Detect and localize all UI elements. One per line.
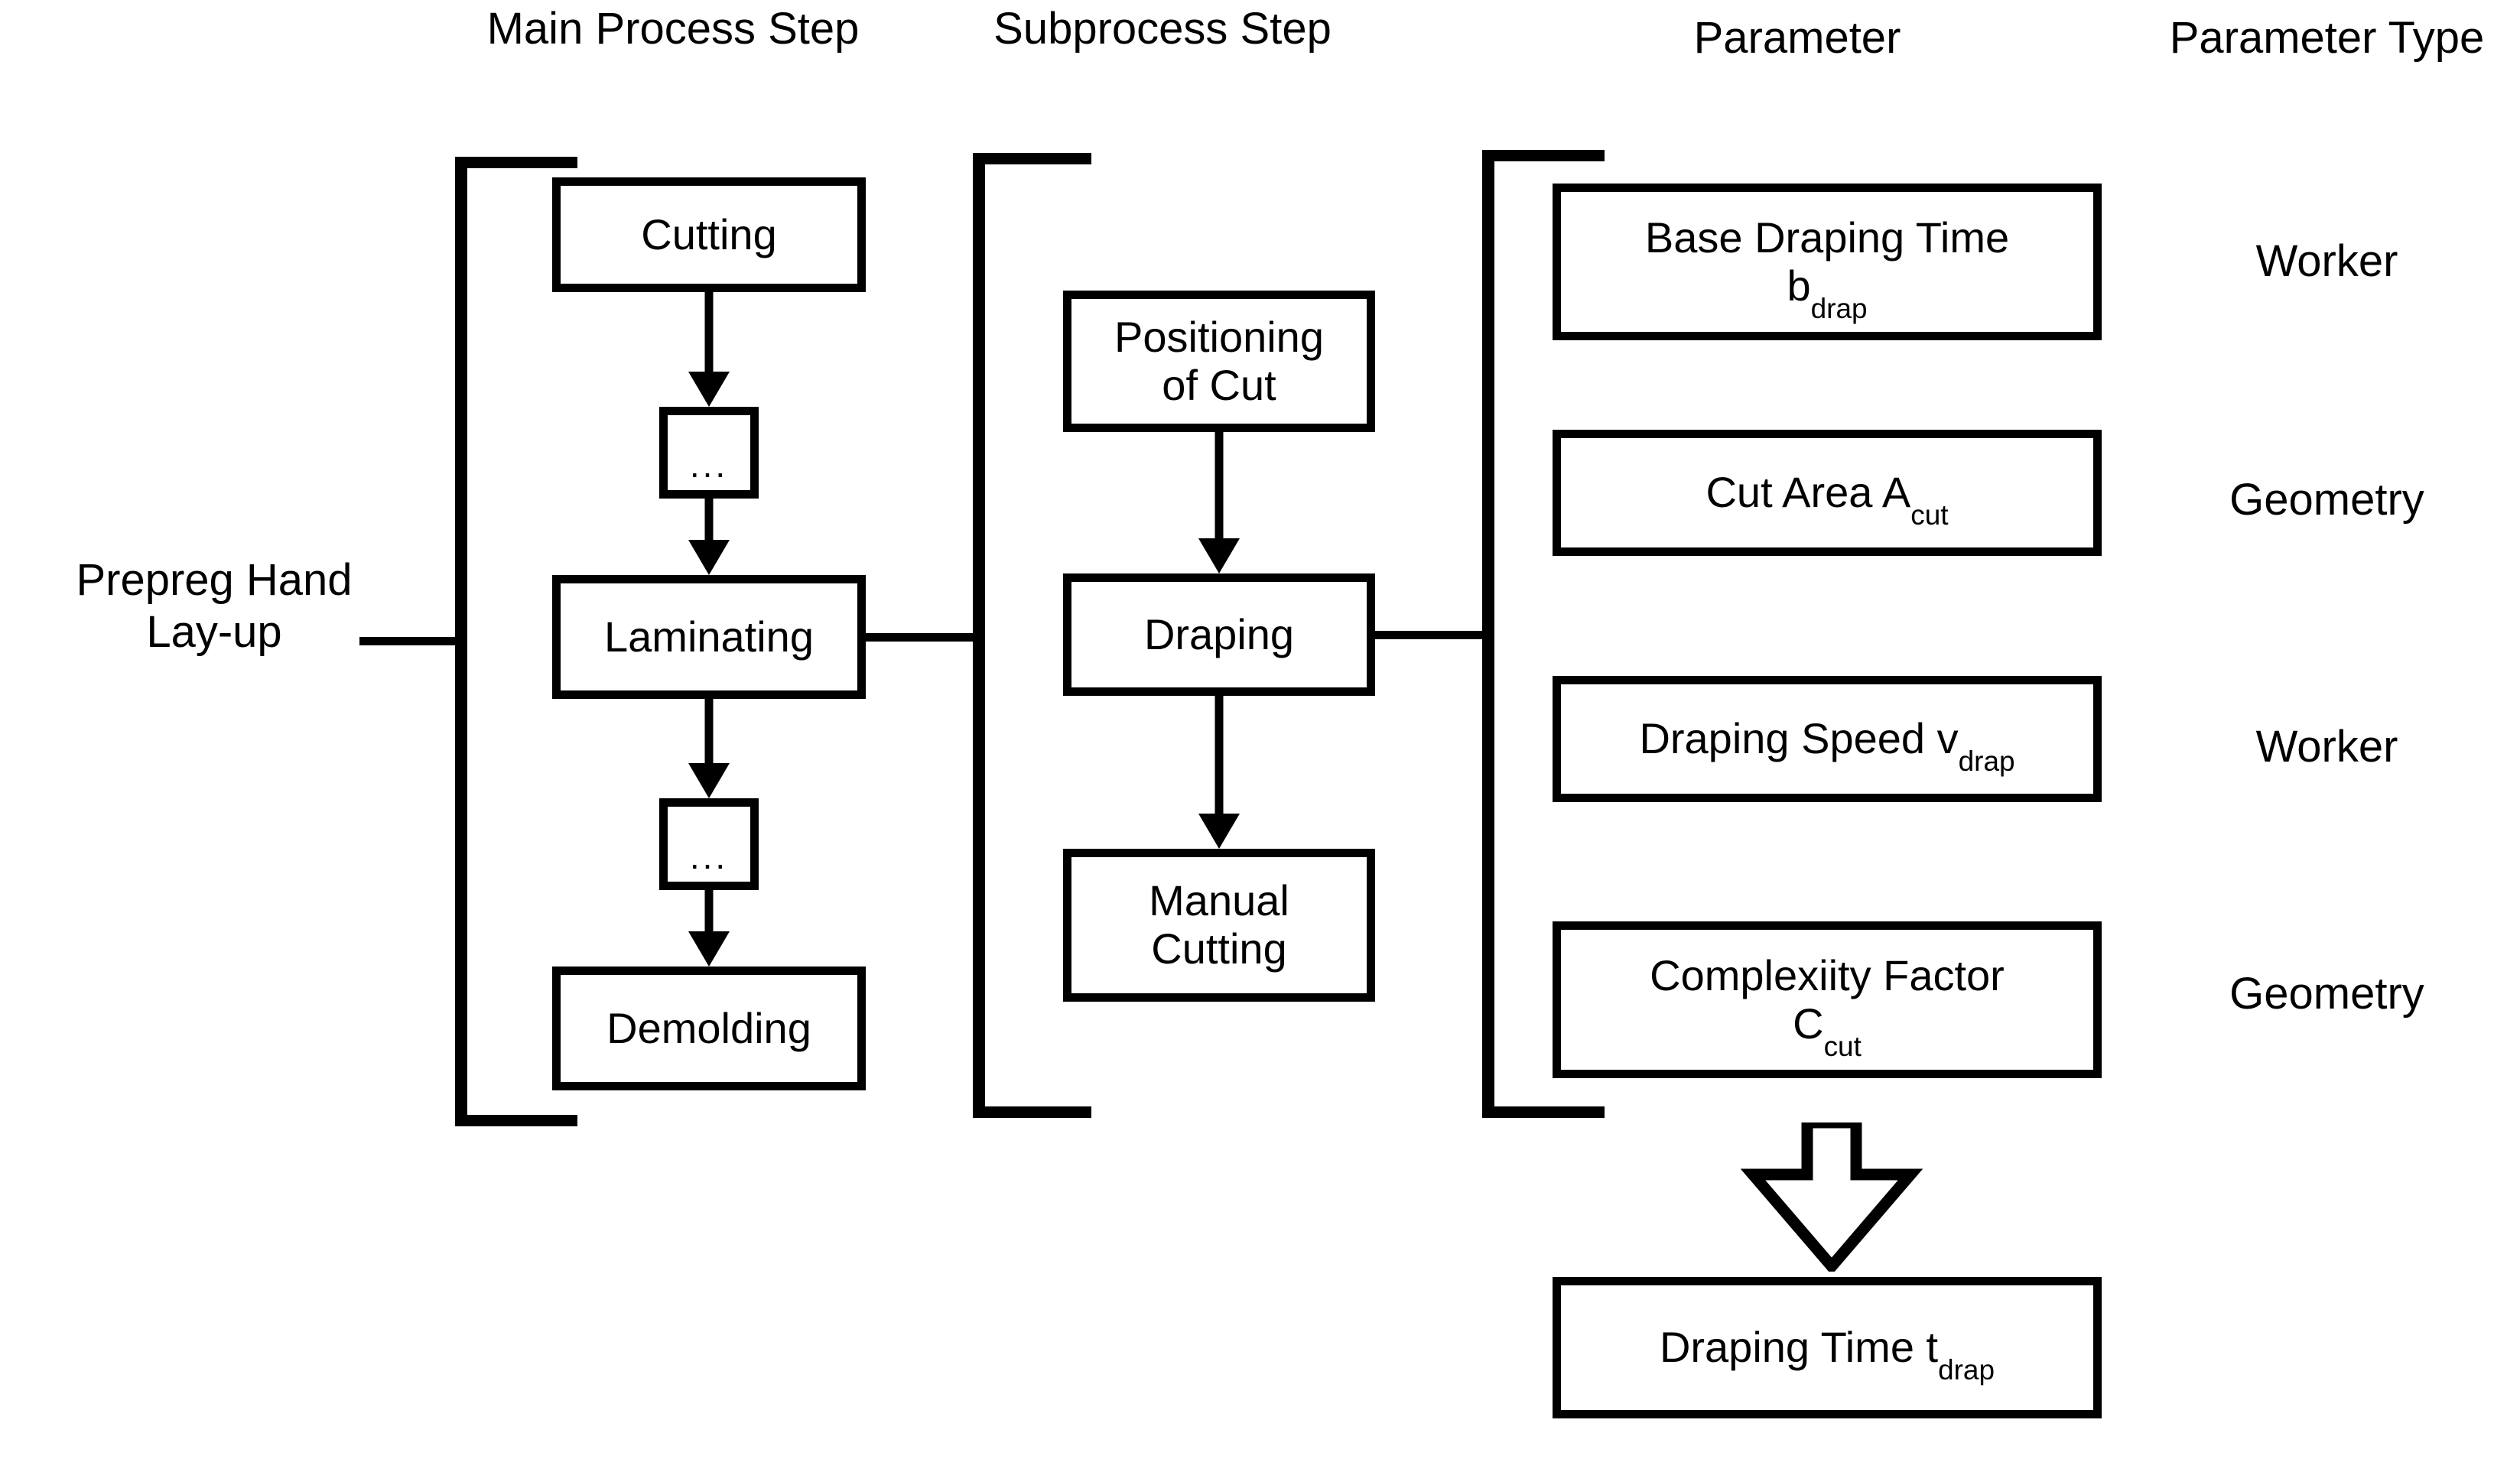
parameter-box-complexity-factor-symbol: Ccut — [1793, 999, 1862, 1062]
main-process-bracket — [455, 157, 585, 1126]
column-header-parameter-type-label: Parameter Type — [2169, 13, 2485, 63]
parameter-box-cut-area-text: Cut Area Acut — [1705, 468, 1949, 531]
arrow-positioning-to-draping — [1169, 432, 1269, 573]
connector-label-to-main-bracket — [359, 637, 463, 645]
parameter-box-complexity-factor-line1: Complexiity Factor — [1650, 950, 2005, 999]
subprocess-bracket-arm-bottom — [973, 1106, 1091, 1118]
parameter-type-worker-1-label: Worker — [2255, 236, 2398, 286]
parameter-box-base-draping-time-symbol: bdrap — [1787, 261, 1868, 324]
parameter-bracket — [1482, 150, 1612, 1118]
process-label-line2: Lay-up — [146, 607, 282, 658]
process-box-demolding[interactable]: Demolding — [552, 967, 866, 1090]
subprocess-box-manual-cutting-line2: Cutting — [1151, 924, 1287, 973]
column-header-subprocess-label: Subprocess Step — [993, 4, 1332, 54]
subprocess-bracket-spine — [973, 153, 985, 1118]
main-process-bracket-arm-bottom — [455, 1115, 577, 1126]
main-process-bracket-spine — [455, 157, 467, 1126]
process-box-laminating-label: Laminating — [604, 612, 814, 661]
subprocess-box-draping-label: Draping — [1143, 609, 1295, 658]
process-box-ellipsis-upper: ... — [659, 407, 759, 499]
process-label-line1: Prepreg Hand — [76, 555, 353, 605]
parameter-type-geometry-2-label: Geometry — [2229, 969, 2424, 1019]
process-box-ellipsis-lower-label: ... — [689, 837, 729, 877]
process-box-ellipsis-upper-label: ... — [689, 445, 729, 486]
parameter-bracket-spine — [1482, 150, 1494, 1118]
parameter-type-geometry-1-label: Geometry — [2229, 475, 2424, 525]
column-header-main-process-label: Main Process Step — [486, 4, 860, 54]
arrow-cutting-to-ellipsis — [659, 292, 759, 407]
subprocess-bracket — [973, 153, 1103, 1118]
subprocess-box-positioning-line2: of Cut — [1162, 360, 1276, 409]
parameter-type-worker-2: Worker — [2134, 723, 2520, 772]
arrow-laminating-to-ellipsis — [659, 699, 759, 798]
connector-draping-to-parameter-bracket — [1375, 631, 1490, 639]
process-box-cutting[interactable]: Cutting — [552, 177, 866, 292]
parameter-bracket-arm-top — [1482, 150, 1605, 161]
subprocess-box-manual-cutting-line1: Manual — [1149, 876, 1289, 925]
result-box-draping-time-text: Draping Time tdrap — [1659, 1323, 1995, 1386]
block-arrow-svg — [1740, 1122, 1923, 1272]
column-header-parameter-type: Parameter Type — [2134, 15, 2520, 62]
process-box-cutting-label: Cutting — [641, 210, 777, 258]
connector-laminating-to-subprocess-bracket — [866, 633, 980, 642]
subprocess-box-manual-cutting[interactable]: Manual Cutting — [1063, 849, 1375, 1002]
process-box-ellipsis-lower: ... — [659, 798, 759, 890]
column-header-parameter-label: Parameter — [1693, 13, 1901, 63]
arrow-ellipsis-to-laminating — [659, 499, 759, 575]
result-box-draping-time[interactable]: Draping Time tdrap — [1553, 1277, 2102, 1418]
parameter-type-worker-1: Worker — [2134, 237, 2520, 286]
subprocess-box-draping[interactable]: Draping — [1063, 573, 1375, 696]
result-block-arrow-icon — [1736, 1122, 1927, 1272]
parameter-box-draping-speed-text: Draping Speed vdrap — [1639, 714, 2015, 778]
parameter-type-geometry-2: Geometry — [2134, 970, 2520, 1019]
parameter-type-geometry-1: Geometry — [2134, 476, 2520, 525]
arrow-ellipsis-to-demolding — [659, 890, 759, 967]
process-box-laminating[interactable]: Laminating — [552, 575, 866, 699]
column-header-subprocess: Subprocess Step — [948, 4, 1377, 54]
parameter-box-draping-speed[interactable]: Draping Speed vdrap — [1553, 676, 2102, 802]
column-header-main-process: Main Process Step — [459, 4, 887, 54]
process-box-demolding-label: Demolding — [606, 1003, 811, 1052]
column-header-parameter: Parameter — [1530, 15, 2065, 62]
subprocess-box-positioning-line1: Positioning — [1114, 312, 1324, 361]
arrow-draping-to-manual-cutting — [1169, 696, 1269, 849]
parameter-box-complexity-factor[interactable]: Complexiity Factor Ccut — [1553, 921, 2102, 1078]
parameter-box-base-draping-time-line1: Base Draping Time — [1644, 213, 2010, 262]
parameter-box-cut-area[interactable]: Cut Area Acut — [1553, 430, 2102, 556]
parameter-type-worker-2-label: Worker — [2255, 722, 2398, 772]
parameter-box-base-draping-time[interactable]: Base Draping Time bdrap — [1553, 184, 2102, 340]
parameter-bracket-arm-bottom — [1482, 1106, 1605, 1118]
main-process-bracket-arm-top — [455, 157, 577, 168]
subprocess-bracket-arm-top — [973, 153, 1091, 164]
subprocess-box-positioning-of-cut[interactable]: Positioning of Cut — [1063, 291, 1375, 432]
process-label: Prepreg Hand Lay-up — [15, 554, 413, 659]
